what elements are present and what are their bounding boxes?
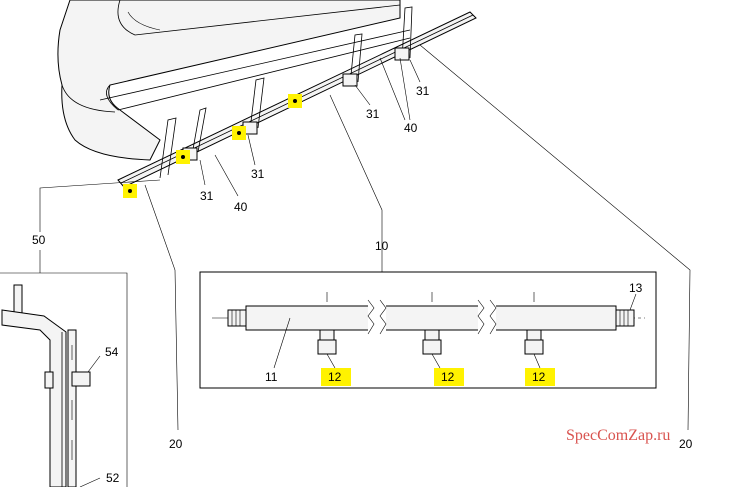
label-12-a: 12 bbox=[328, 370, 342, 384]
label-40-b: 40 bbox=[404, 121, 418, 135]
label-50: 50 bbox=[32, 233, 46, 247]
tank-housing bbox=[57, 0, 411, 161]
callout-labels: 31 40 31 31 40 31 10 50 11 12 12 12 13 5… bbox=[32, 84, 693, 485]
label-12-c: 12 bbox=[532, 370, 546, 384]
injector-fittings bbox=[317, 329, 544, 355]
highlight-marks bbox=[123, 94, 302, 198]
detail-box-rail bbox=[199, 271, 657, 389]
watermark-text: SpecComZap.ru bbox=[566, 427, 670, 444]
label-11: 11 bbox=[265, 370, 278, 384]
label-13: 13 bbox=[629, 281, 643, 295]
label-20-a: 20 bbox=[169, 437, 183, 451]
detail-box-bracket bbox=[0, 272, 128, 487]
label-20-b: 20 bbox=[679, 437, 693, 451]
label-40-a: 40 bbox=[234, 200, 248, 214]
label-12-b: 12 bbox=[441, 370, 455, 384]
label-10: 10 bbox=[375, 239, 389, 253]
label-54: 54 bbox=[105, 345, 119, 359]
leader-lines bbox=[39, 44, 691, 431]
label-31-d: 31 bbox=[416, 84, 430, 98]
label-31-a: 31 bbox=[200, 189, 214, 203]
label-31-b: 31 bbox=[251, 167, 265, 181]
label-52: 52 bbox=[106, 471, 120, 485]
label-31-c: 31 bbox=[366, 107, 380, 121]
